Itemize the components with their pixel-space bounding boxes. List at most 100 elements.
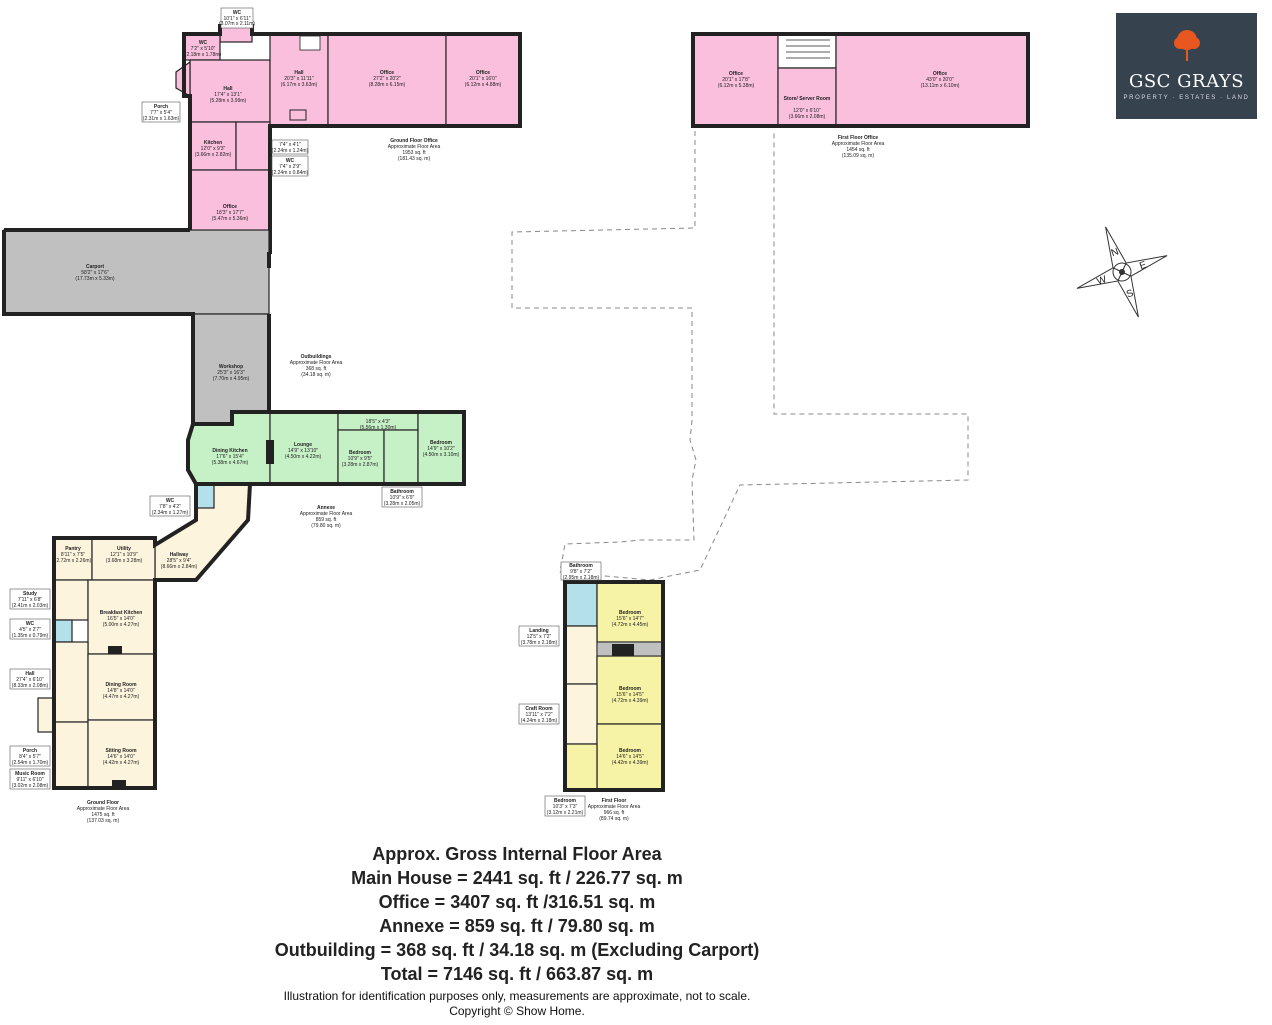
office-a-dim1: 27'2" x 20'2"	[373, 76, 401, 82]
annexe-lounge-dim2: (4.50m x 4.22m)	[285, 454, 322, 460]
office-b-room	[445, 33, 521, 127]
outbuilding-area-sub: Approximate Floor Area	[290, 360, 343, 366]
main-ground-area-sub: Approximate Floor Area	[77, 806, 130, 812]
main-utility-name: Utility	[117, 546, 131, 552]
annexe-bedroom-b-dim2: (4.50m x 3.10m)	[423, 452, 460, 458]
main-ground-area-m: (137.03 sq. m)	[87, 818, 120, 824]
office-a-room	[327, 33, 447, 127]
office-hall-a-name: Hall	[223, 86, 233, 92]
annexe-lounge-room	[269, 411, 339, 485]
first-office-area-m: (135.09 sq. m)	[842, 153, 875, 159]
main-wc2-name: WC	[26, 621, 35, 627]
first-landing-name: Landing	[529, 628, 548, 634]
first-office-a-dim2: (6.12m x 5.38m)	[718, 83, 755, 89]
first-bedroom-a-dim2: (4.72m x 4.45m)	[612, 622, 649, 628]
office-c-dim1: 18'3" x 17'7"	[216, 210, 244, 216]
main-pantry-dim2: (2.72m x 2.26m)	[55, 558, 92, 564]
office-hall-b-dim2: (6.17m x 3.63m)	[281, 82, 318, 88]
office-a-name: Office	[380, 70, 394, 76]
outbuilding-labels: Carport 58'2" x 17'6" (17.73m x 5.33m) W…	[75, 264, 342, 382]
annexe-bedroom-b-name: Bedroom	[430, 440, 453, 446]
first-bedroom-a-dim1: 15'6" x 14'7"	[616, 616, 644, 622]
main-breakfast-dim1: 16'5" x 14'0"	[107, 616, 135, 622]
carport-dim1: 58'2" x 17'6"	[81, 270, 109, 276]
workshop-dim2: (7.70m x 4.95m)	[213, 376, 250, 382]
main-hallway-dim1: 28'5" x 9'4"	[167, 558, 192, 564]
main-wc-dim1: 7'8" x 4'2"	[159, 504, 181, 510]
annexe-bathroom-room	[383, 429, 419, 485]
office-wc-name: WC	[233, 10, 242, 16]
summary-annexe: Annexe = 859 sq. ft / 79.80 sq. m	[379, 916, 655, 936]
office-wc2-room	[183, 33, 221, 61]
first-landing-room	[564, 625, 598, 685]
annexe	[186, 410, 466, 486]
annexe-bedroom-a-dim1: 10'9" x 9'5"	[348, 456, 373, 462]
office-a-dim2: (8.28m x 6.15m)	[369, 82, 406, 88]
first-floor-office	[691, 32, 1030, 128]
annexe-bathroom-name: Bathroom	[390, 489, 414, 495]
main-ground-labels: WC 7'8" x 4'2" (2.34m x 1.27m) Pantry 8'…	[9, 495, 198, 824]
first-bedroom-d-room	[564, 743, 598, 791]
main-wc2-dim1: 4'5" x 2'7"	[19, 627, 41, 633]
main-study-room	[53, 579, 89, 621]
main-utility-dim1: 12'1" x 10'9"	[110, 552, 138, 558]
logo-name: GSC GRAYS	[1128, 71, 1245, 92]
first-craft-dim1: 13'11" x 7'2"	[525, 712, 552, 718]
main-porch-dim2: (2.54m x 1.70m)	[12, 760, 49, 766]
first-office-a-dim1: 20'1" x 17'8"	[722, 77, 750, 83]
office-small-dim1: 7'4" x 4'1"	[279, 142, 301, 148]
ground-office-area-ft: 1953 sq. ft	[402, 150, 426, 156]
first-office-area-title: First Floor Office	[838, 135, 879, 141]
main-music-dim1: 9'11" x 6'10"	[16, 777, 43, 783]
office-hall-a-dim1: 17'4" x 13'1"	[214, 92, 242, 98]
first-office-store-name: Store/ Server Room	[784, 96, 831, 102]
office-b-name: Office	[476, 70, 490, 76]
outbuilding-area-m: (34.18 sq. m)	[301, 372, 331, 378]
first-bedroom-b-dim1: 15'6" x 14'5"	[616, 692, 644, 698]
first-office-stair	[777, 33, 837, 69]
ground-office-outer-wall	[182, 24, 522, 254]
main-ground-outer-wall	[52, 482, 253, 790]
summary-title: Approx. Gross Internal Floor Area	[372, 844, 662, 864]
main-sitting-room	[87, 719, 155, 789]
main-pantry-dim1: 8'11" x 7'5"	[61, 552, 85, 558]
first-office-store-dim1: 12'0" x 6'10"	[793, 108, 821, 114]
summary-office: Office = 3407 sq. ft /316.51 sq. m	[378, 892, 656, 912]
first-bedroom-c-name: Bedroom	[619, 748, 642, 754]
first-office-b-dim2: (13.11m x 6.10m)	[921, 83, 960, 89]
first-office-store-dim2: (3.66m x 2.08m)	[789, 114, 826, 120]
first-bedroom-b-room	[596, 655, 664, 725]
main-study-dim2: (2.41m x 2.03m)	[12, 603, 49, 609]
summary-total: Total = 7146 sq. ft / 663.87 sq. m	[380, 964, 654, 984]
main-utility-dim2: (3.68m x 3.28m)	[106, 558, 143, 564]
office-wc3-dim2: (2.24m x 0.84m)	[272, 170, 309, 176]
annexe-outer-wall	[186, 410, 466, 486]
main-wc-dim2: (2.34m x 1.27m)	[152, 510, 189, 516]
main-breakfast-dim2: (5.00m x 4.27m)	[103, 622, 140, 628]
annexe-labels: Dining Kitchen 17'6" x 15'4" (5.38m x 4.…	[212, 419, 460, 529]
first-bedroom-a-room	[596, 581, 664, 643]
annexe-bedroom-b-dim1: 14'9" x 10'2"	[427, 446, 455, 452]
office-kitchen-dim1: 12'0" x 9'3"	[201, 146, 226, 152]
main-music-room	[53, 721, 89, 789]
workshop-name: Workshop	[219, 364, 243, 370]
ground-office-area-title: Ground Floor Office	[390, 138, 438, 144]
first-bedroom-a-name: Bedroom	[619, 610, 642, 616]
carport-dim2: (17.73m x 5.33m)	[75, 276, 115, 282]
carport-name: Carport	[86, 264, 104, 270]
main-wc2-dim2: (1.35m x 0.79m)	[12, 633, 49, 639]
annexe-bedroom-a-room	[337, 429, 385, 485]
main-ground-area-ft: 1475 sq. ft	[91, 812, 115, 818]
main-study-name: Study	[23, 591, 37, 597]
ground-floor-office	[175, 24, 522, 254]
main-hall-dim1: 27'4" x 6'10"	[16, 677, 44, 683]
compass-e: E	[1138, 259, 1148, 272]
first-bathroom-dim1: 9'8" x 7'2"	[570, 569, 592, 575]
office-kitchen-dim2: (3.66m x 2.82m)	[195, 152, 232, 158]
ground-office-labels: WC 10'1" x 6'11" (3.07m x 2.11m) WC 7'2"…	[141, 7, 502, 222]
main-wc2-room	[53, 619, 73, 643]
main-music-name: Music Room	[15, 771, 45, 777]
outbuildings	[2, 228, 271, 425]
office-wc2-name: WC	[199, 40, 208, 46]
